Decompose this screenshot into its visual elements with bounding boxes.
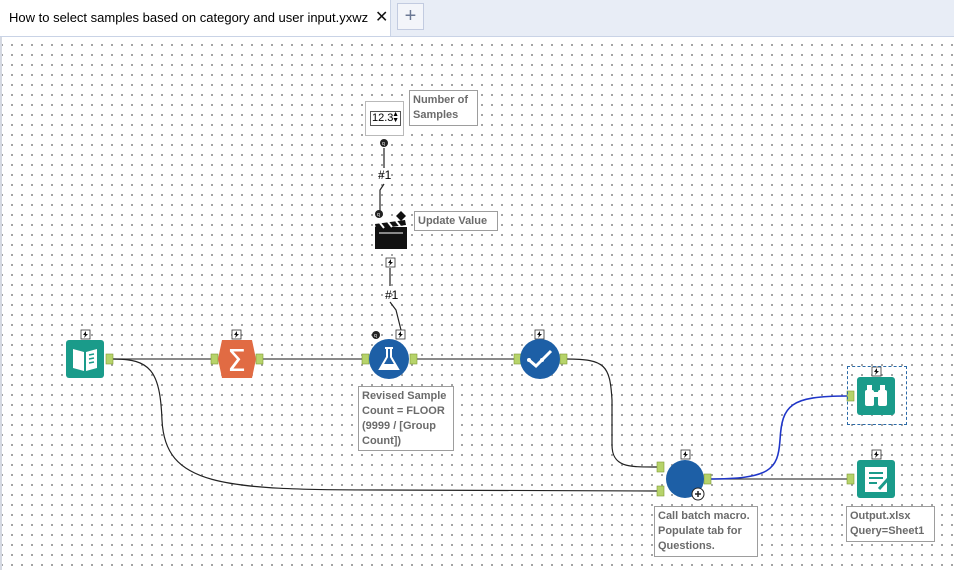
anchor [846,473,855,485]
note-formula[interactable]: Revised Sample Count = FLOOR (9999 / [Gr… [358,386,454,451]
tab-bar: How to select samples based on category … [0,0,954,37]
summarize-tool[interactable]: Σ [218,340,256,383]
tab-title: How to select samples based on category … [9,10,369,25]
macro-icon [666,460,705,501]
browse-tool[interactable] [857,377,895,420]
output-tool[interactable] [857,460,895,503]
numeric-value: 12.3 [372,112,394,124]
svg-text:Σ: Σ [227,344,246,378]
wire-select-macro [565,358,659,468]
anchor [105,353,114,365]
browse-selection-frame [847,366,907,425]
wire-input-macro [112,358,659,492]
batch-macro-tool[interactable] [666,460,708,507]
browse-icon [857,377,895,415]
note-update-value[interactable]: Update Value [414,211,498,231]
anchor [656,461,665,473]
action-icon [375,211,407,249]
note-number-of-samples[interactable]: Number of Samples [409,90,478,126]
book-input-icon [66,340,104,378]
svg-text:q: q [382,141,385,147]
input-data-tool[interactable] [66,340,104,383]
action-tool[interactable] [373,209,411,258]
anchor [656,485,665,497]
wire-numeric-action-b [379,183,385,212]
close-tab-icon[interactable]: ✕ [375,9,389,26]
add-tab-button[interactable]: + [397,3,424,30]
wire-macro-browse [707,395,849,480]
summarize-icon: Σ [218,340,256,379]
note-batch-macro[interactable]: Call batch macro. Populate tab for Quest… [654,506,758,557]
anchor [559,353,568,365]
connection-label-2: #1 [385,288,399,302]
formula-tool[interactable] [369,339,409,384]
formula-icon [369,339,409,379]
anchor [255,353,264,365]
select-icon [520,339,560,379]
svg-text:q: q [374,333,377,339]
select-tool[interactable] [520,339,560,384]
workflow-tab[interactable]: How to select samples based on category … [0,0,391,36]
output-icon [857,460,895,498]
numeric-up-down-icon: 12.3 ▲▼ [370,111,401,126]
svg-text:q: q [377,212,380,218]
note-output[interactable]: Output.xlsx Query=Sheet1 [846,506,935,542]
connection-label-1: #1 [378,168,392,182]
numeric-up-down-tool[interactable]: 12.3 ▲▼ [365,101,404,136]
wire-action-formula-b [389,301,402,331]
anchor [409,353,418,365]
